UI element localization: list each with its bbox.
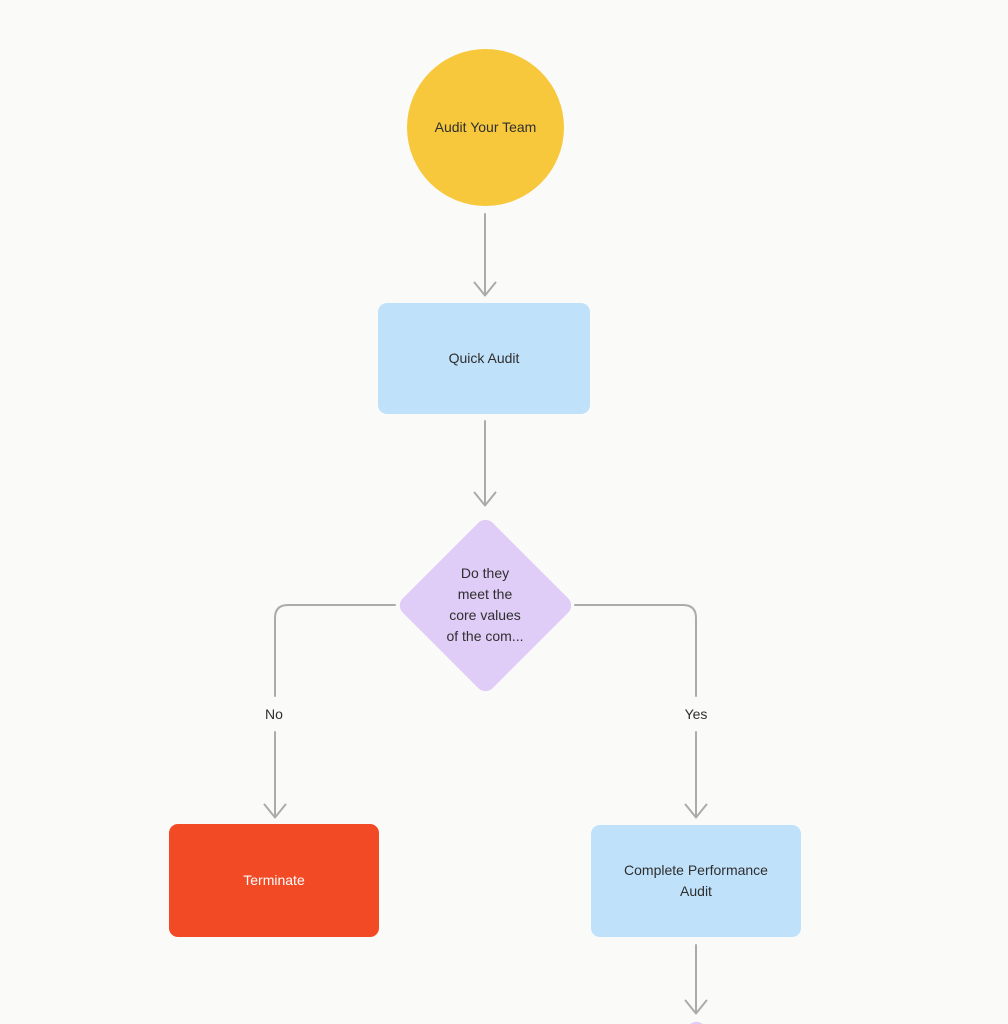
node-start-circle[interactable]: Audit Your Team [407, 49, 564, 206]
decision-label-line: Do they [460, 565, 510, 581]
edge-decision-to-terminate-upper[interactable] [274, 604, 396, 697]
node-decision-diamond[interactable]: Do they meet the core values of the com.… [395, 515, 575, 695]
node-complete-performance-audit[interactable]: Complete Performance Audit [591, 825, 801, 937]
node-decision-label: Do they meet the core values of the com.… [395, 515, 575, 695]
edge-label-no: No [265, 706, 283, 722]
decision-label-line: core values [449, 607, 521, 623]
edge-decision-to-terminate-lower[interactable] [263, 731, 287, 819]
node-quick-audit[interactable]: Quick Audit [378, 303, 590, 414]
edge-quick-audit-to-decision[interactable] [473, 420, 497, 507]
decision-label-line: meet the [457, 586, 513, 602]
node-quick-audit-label: Quick Audit [448, 350, 520, 366]
decision-label-line: of the com... [446, 628, 524, 644]
node-next-diamond-partial[interactable] [606, 1017, 786, 1024]
edge-label-yes: Yes [684, 706, 708, 722]
node-complete-performance-audit-label: Complete Performance Audit [624, 862, 768, 899]
edge-decision-to-complete-upper[interactable] [574, 604, 697, 697]
node-terminate[interactable]: Terminate [169, 824, 379, 937]
edge-complete-to-next[interactable] [684, 944, 708, 1015]
edge-decision-to-complete-lower[interactable] [684, 731, 708, 819]
edge-start-to-quick-audit[interactable] [473, 213, 497, 297]
node-terminate-label: Terminate [243, 872, 305, 888]
node-start-label: Audit Your Team [434, 119, 537, 135]
